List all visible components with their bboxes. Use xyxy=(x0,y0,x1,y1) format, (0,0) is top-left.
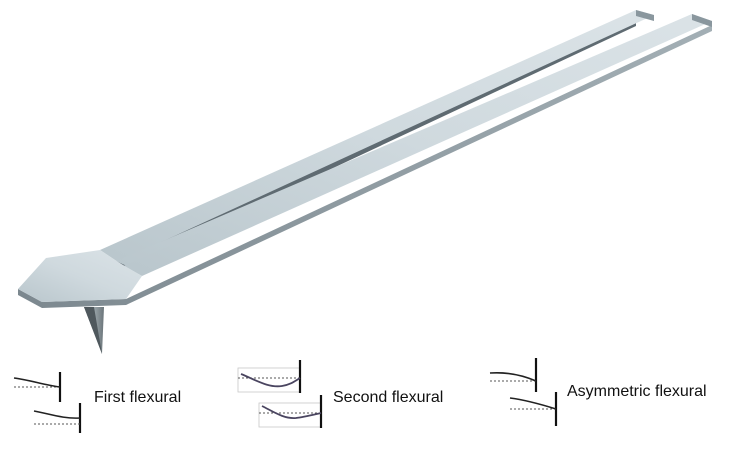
cantilever xyxy=(18,10,712,354)
cantilever-tip-shadow xyxy=(84,307,102,354)
mode-curve xyxy=(240,373,301,388)
mode-frame xyxy=(237,367,301,393)
back-arm-top xyxy=(100,10,654,262)
back-arm-end xyxy=(636,10,654,21)
front-arm-end xyxy=(692,14,712,27)
mode-curve xyxy=(13,377,61,388)
first-flexural-icon xyxy=(13,372,82,433)
mode-curve xyxy=(261,405,322,419)
cantilever-head xyxy=(18,250,142,302)
first-flexural-label: First flexural xyxy=(94,389,182,406)
second-flexural-icon xyxy=(237,360,323,428)
mode-curve xyxy=(509,397,557,410)
second-flexural-label: Second flexural xyxy=(333,389,444,406)
front-arm-surface xyxy=(124,14,712,276)
asymmetric-flexural-icon xyxy=(489,358,558,426)
mode-curve xyxy=(33,410,81,419)
asymmetric-flexural-label: Asymmetric flexural xyxy=(567,383,707,400)
mode-curve xyxy=(489,371,537,382)
